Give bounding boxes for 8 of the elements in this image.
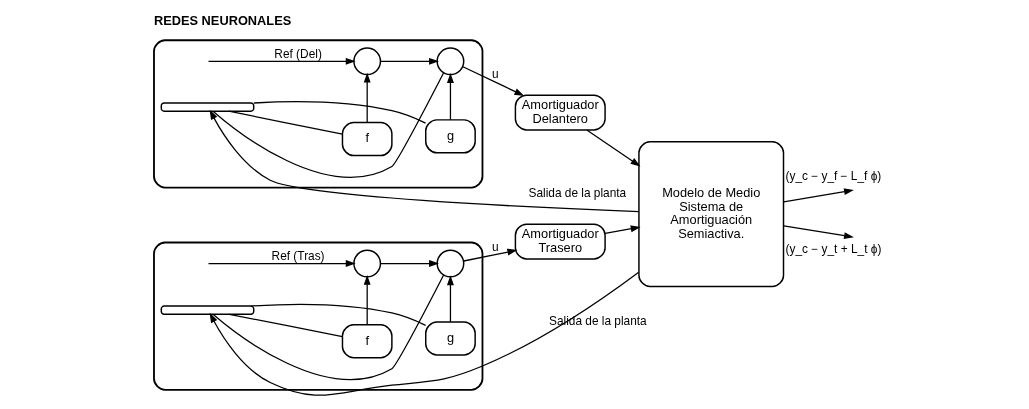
edge-label: u [491,240,499,255]
edge-label: Salida de la planta [527,185,626,200]
edge-label: Ref (Tras) [271,249,325,264]
edge-label: (y_c − y_t + L_t ϕ) [785,242,881,257]
edge-label: u [491,67,499,82]
edge-label: (y_c − y_f − L_f ϕ) [785,169,881,184]
diagram-title: REDES NEURONALES [153,12,291,28]
edge-label: Ref (Del) [273,47,322,62]
